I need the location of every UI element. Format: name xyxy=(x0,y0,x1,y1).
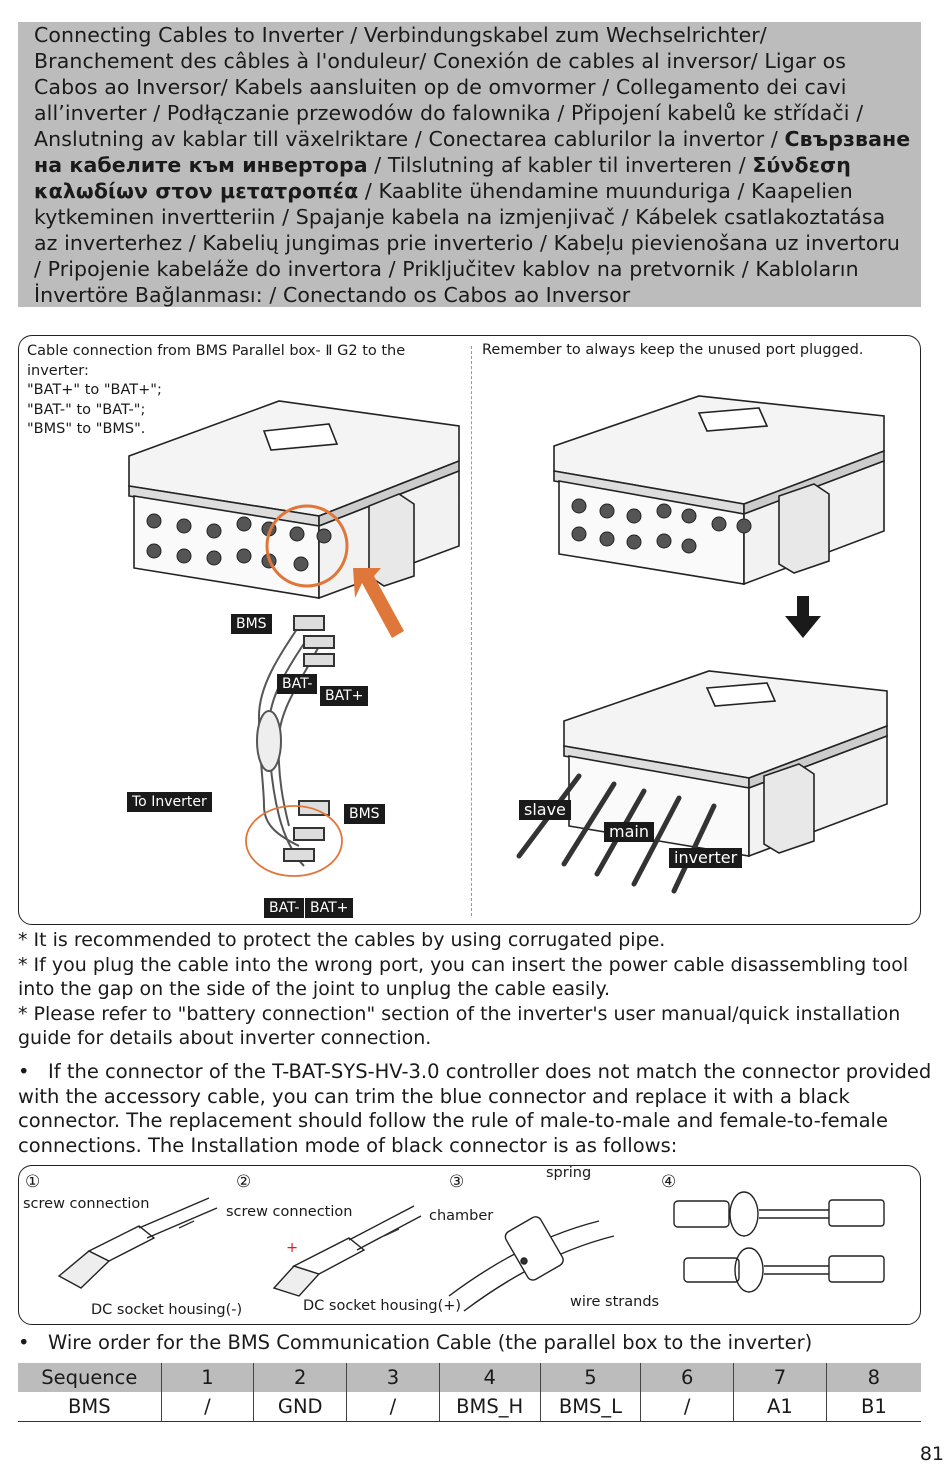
table-cell: BMS xyxy=(18,1392,162,1422)
step4-connector-illustration xyxy=(673,1191,885,1293)
table-header-cell: 4 xyxy=(438,1363,541,1392)
step1-connector-illustration xyxy=(57,1197,218,1289)
tag-main: main xyxy=(604,822,654,842)
tag-bms-bottom: BMS xyxy=(344,804,385,824)
tag-bat-minus-bottom: BAT- xyxy=(264,898,305,918)
right-caption: Remember to always keep the unused port … xyxy=(482,342,864,358)
left-caption-line: "BMS" to "BMS". xyxy=(27,421,146,437)
device-illustration xyxy=(128,395,888,894)
header-segment: / Kaablite ühendamine muunduriga / Kaape… xyxy=(34,179,901,307)
panel-divider xyxy=(471,346,472,916)
connection-diagram-panel: Cable connection from BMS Parallel box- … xyxy=(18,335,921,925)
left-caption-line: "BAT-" to "BAT-"; xyxy=(27,401,146,418)
step-number-1: ① xyxy=(25,1172,41,1192)
table-header-cell: 8 xyxy=(825,1363,921,1392)
table-cell: GND xyxy=(253,1392,348,1422)
table-header-cell: 3 xyxy=(346,1363,440,1392)
header-text: Connecting Cables to Inverter / Verbindu… xyxy=(34,22,911,308)
tag-inverter: inverter xyxy=(669,848,743,868)
table-cell: BMS_H xyxy=(438,1392,541,1422)
note-line: * Please refer to "battery connection" s… xyxy=(18,1002,901,1050)
parallel-box-left-illustration xyxy=(128,400,460,600)
table-header-cell: 1 xyxy=(160,1363,255,1392)
step-number-3: ③ xyxy=(449,1172,465,1192)
bullet-text: Wire order for the BMS Communication Cab… xyxy=(48,1331,813,1354)
wire-order-bullet: • Wire order for the BMS Communication Ca… xyxy=(18,1331,933,1356)
table-cell: BMS_L xyxy=(539,1392,642,1422)
left-caption-line: "BAT+" to "BAT+"; xyxy=(27,382,162,398)
step-number-2: ② xyxy=(236,1172,252,1192)
connector-replacement-bullet: •If the connector of the T-BAT-SYS-HV-3.… xyxy=(18,1060,933,1158)
table-header-row: Sequence 1 2 3 4 5 6 7 8 xyxy=(18,1363,921,1392)
table-cell: / xyxy=(160,1392,255,1422)
wire-order-table: Sequence 1 2 3 4 5 6 7 8 BMS / GND / BMS… xyxy=(18,1363,921,1422)
table-cell: / xyxy=(346,1392,440,1422)
label-screw-connection-1: screw connection xyxy=(23,1196,150,1212)
table-header-cell: 5 xyxy=(539,1363,642,1392)
header-bold-segment: Σύνδεση καλωδίων στον μετατροπέα xyxy=(34,153,851,203)
label-chamber: chamber xyxy=(429,1208,494,1224)
header-segment: Connecting Cables to Inverter / Verbindu… xyxy=(34,23,864,151)
note-line: * It is recommended to protect the cable… xyxy=(18,929,666,951)
page-number: 81 xyxy=(919,1443,944,1465)
cable-highlight-ellipse xyxy=(245,805,343,877)
label-spring: spring xyxy=(546,1165,592,1181)
connector-steps-illustration xyxy=(57,1191,885,1312)
header-bold-segment: Свързване на кабелите към инвертора xyxy=(34,127,911,177)
tag-bat-plus-bottom: BAT+ xyxy=(305,898,354,918)
label-plus-sign: + xyxy=(286,1240,299,1256)
left-caption-line: Cable connection from BMS Parallel box- … xyxy=(27,343,406,379)
tag-bat-plus-top: BAT+ xyxy=(320,686,369,706)
tag-slave: slave xyxy=(519,800,571,820)
table-cell: B1 xyxy=(825,1392,921,1422)
bullet-icon: • xyxy=(18,1331,30,1354)
table-header-cell: 7 xyxy=(733,1363,827,1392)
label-screw-connection-2: screw connection xyxy=(226,1204,353,1220)
step-number-4: ④ xyxy=(661,1172,677,1192)
bullet-icon: • xyxy=(18,1060,30,1083)
tag-bat-minus-top: BAT- xyxy=(277,674,318,694)
table-cell: A1 xyxy=(733,1392,827,1422)
highlight-arrow-icon xyxy=(353,568,404,638)
table-cell: / xyxy=(640,1392,735,1422)
port-highlight-circle xyxy=(265,504,349,588)
table-header-cell: 6 xyxy=(640,1363,735,1392)
header-banner: Connecting Cables to Inverter / Verbindu… xyxy=(18,22,921,307)
label-dc-socket-minus: DC socket housing(-) xyxy=(91,1302,243,1318)
notes-block: * It is recommended to protect the cable… xyxy=(18,928,928,1051)
table-header-cell: Sequence xyxy=(18,1363,162,1392)
table-row: BMS / GND / BMS_H BMS_L / A1 B1 xyxy=(18,1392,921,1422)
note-line: * If you plug the cable into the wrong p… xyxy=(18,953,909,1001)
label-wire-strands: wire strands xyxy=(570,1294,660,1310)
tag-bms-top: BMS xyxy=(231,614,272,634)
label-dc-socket-plus: DC socket housing(+) xyxy=(303,1298,462,1314)
bullet-text: If the connector of the T-BAT-SYS-HV-3.0… xyxy=(18,1060,932,1157)
table-header-cell: 2 xyxy=(253,1363,348,1392)
left-caption: Cable connection from BMS Parallel box- … xyxy=(27,342,447,440)
step2-connector-illustration xyxy=(272,1205,422,1297)
connector-steps-panel: ① ② ③ ④ screw connection DC socket housi… xyxy=(18,1165,921,1325)
tag-to-inverter: To Inverter xyxy=(127,792,212,812)
cable-illustration xyxy=(256,615,335,867)
step3-connector-illustration xyxy=(448,1216,615,1312)
down-arrow-icon xyxy=(785,596,821,638)
parallel-box-top-right-illustration xyxy=(553,395,885,586)
header-segment: / Tilslutning af kabler til inverteren / xyxy=(367,153,753,177)
